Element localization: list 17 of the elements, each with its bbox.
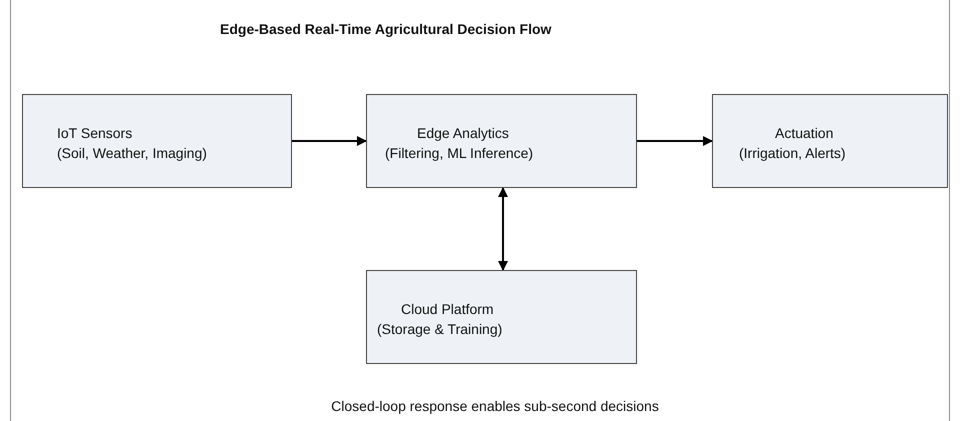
box-detail: (Filtering, ML Inference)	[385, 144, 534, 163]
process-box	[366, 94, 637, 188]
diagram-caption: Closed-loop response enables sub-second decisions	[330, 398, 660, 414]
box-detail: (Irrigation, Alerts)	[739, 144, 847, 163]
process-box	[22, 94, 292, 188]
arrow	[637, 136, 713, 146]
box-heading: IoT Sensors	[57, 124, 134, 143]
arrow	[292, 136, 367, 146]
box-heading: Edge Analytics	[417, 124, 510, 143]
arrow	[498, 187, 508, 271]
box-heading: Cloud Platform	[401, 300, 495, 319]
box-heading: Actuation	[775, 124, 834, 143]
box-detail: (Storage & Training)	[377, 320, 504, 339]
box-detail: (Soil, Weather, Imaging)	[57, 144, 208, 163]
diagram-title: Edge-Based Real-Time Agricultural Decision Flow	[220, 21, 552, 37]
process-box	[366, 270, 637, 364]
process-box	[712, 94, 948, 188]
